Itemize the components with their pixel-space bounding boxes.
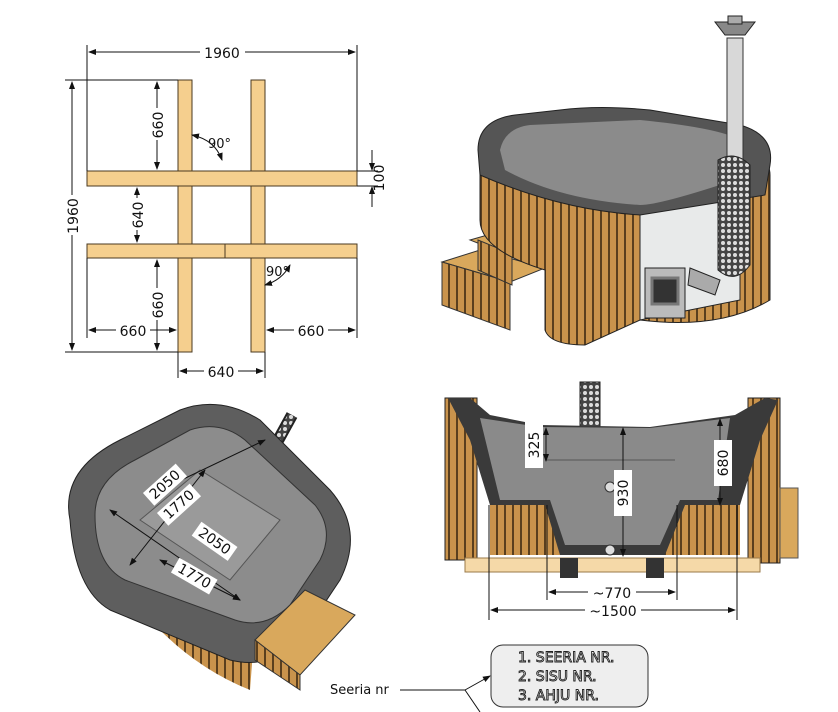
serial-line-3: 3. AHJU NR. xyxy=(518,688,599,704)
dim-total-depth: 930 xyxy=(616,480,632,507)
dim-bottom-width: ~770 xyxy=(593,586,631,602)
vertical-board-left xyxy=(177,79,193,353)
dim-seat-depth: 325 xyxy=(527,432,543,459)
dim-left-offset: 660 xyxy=(120,324,147,340)
serial-line-1: 1. SEERIA NR. xyxy=(518,650,614,666)
dim-inner-width: 640 xyxy=(208,365,235,381)
frame-plan: 1960 1960 660 640 660 100 660 660 640 90… xyxy=(64,44,388,381)
serial-pointer-text: Seeria nr xyxy=(330,683,390,698)
dim-total-height: 1960 xyxy=(66,198,82,234)
angle-label-bottom: 90° xyxy=(266,265,289,280)
isometric-tub-render xyxy=(440,15,772,346)
dim-right-offset: 660 xyxy=(298,324,325,340)
top-view-tub-render: 2050 1770 2050 1770 xyxy=(68,403,356,691)
dim-board-width: 100 xyxy=(372,165,388,192)
vertical-board-right xyxy=(250,79,266,353)
dim-total-width: 1960 xyxy=(204,46,240,62)
dim-bottom-gap: 660 xyxy=(151,292,167,319)
dim-overall-width: ~1500 xyxy=(589,604,636,620)
angle-label-top: 90° xyxy=(208,137,231,152)
dim-side-depth: 680 xyxy=(716,450,732,477)
serial-line-2: 2. SISU NR. xyxy=(518,669,597,685)
horizontal-board-top xyxy=(86,170,358,187)
dim-top-gap: 660 xyxy=(151,112,167,139)
horizontal-board-bottom xyxy=(86,243,358,259)
section-view-render: 325 930 680 ~770 ~1500 xyxy=(444,381,799,620)
serial-number-label: Seeria nr 1. SEERIA NR. 2. SISU NR. 3. A… xyxy=(330,644,649,712)
dim-middle-gap: 640 xyxy=(131,202,147,229)
